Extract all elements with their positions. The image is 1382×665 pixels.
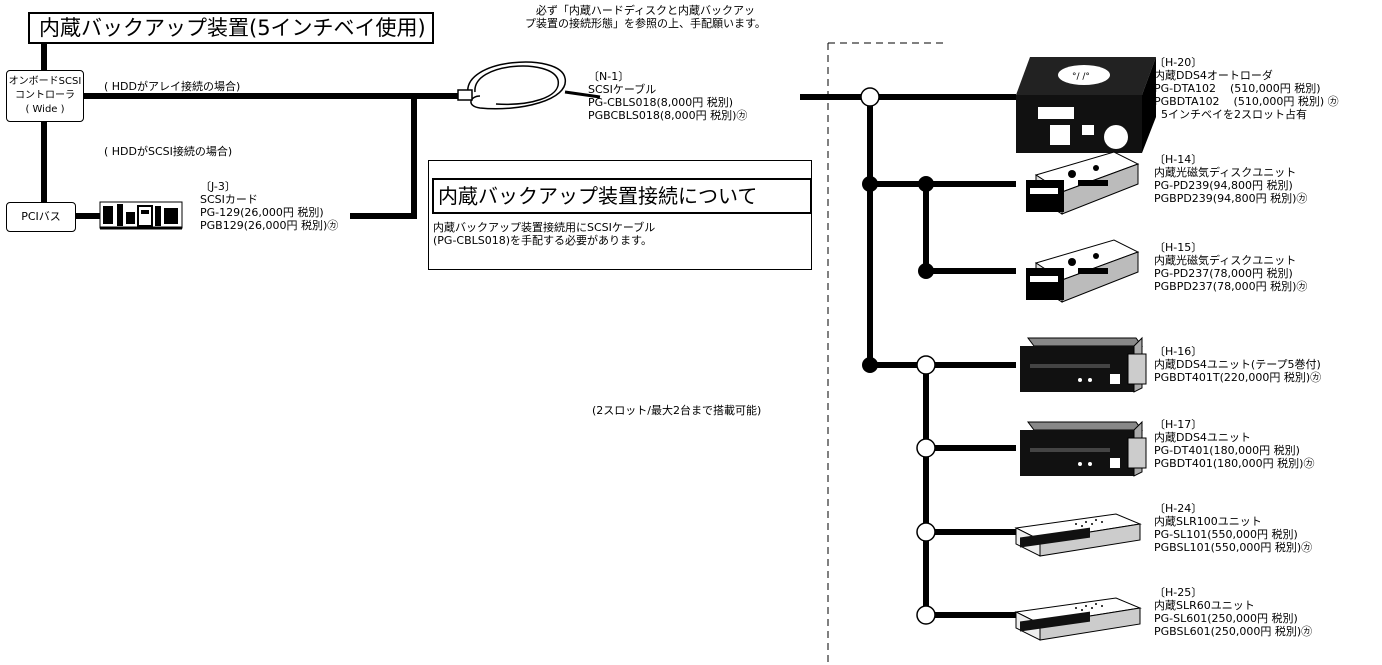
device-code: 〔H-25〕 bbox=[1154, 586, 1203, 599]
device-code: 〔H-14〕 bbox=[1154, 153, 1203, 166]
device-label-h16: 〔H-16〕 内蔵DDS4ユニット(テープ5巻付) PGBDT401T(220,… bbox=[1154, 345, 1321, 384]
device-label-h20: 〔H-20〕 内蔵DDS4オートローダ PG-DTA102 (510,000円 … bbox=[1154, 56, 1339, 121]
connection-note-line-2: (PG-CBLS018)を手配する必要があります。 bbox=[433, 234, 652, 247]
terminator-circles bbox=[860, 87, 936, 625]
page-title: 内蔵バックアップ装置(5インチベイ使用) bbox=[28, 12, 434, 44]
top-note: 必ず「内蔵ハードディスクと内蔵バックアッ プ装置の接続形態」を参照の上、手配願い… bbox=[525, 4, 766, 30]
scsi-card-name: SCSIカード bbox=[200, 193, 258, 206]
device-label-h24: 〔H-24〕 内蔵SLR100ユニット PG-SL101(550,000円 税別… bbox=[1154, 502, 1312, 554]
cable-part-1: PG-CBLS018(8,000円 税別) bbox=[588, 96, 734, 109]
device-name: 内蔵SLR100ユニット bbox=[1154, 515, 1262, 528]
scsi-card-code: 〔J-3〕 bbox=[200, 180, 236, 193]
connection-note-body: 内蔵バックアップ装置接続用にSCSIケーブル (PG-CBLS018)を手配する… bbox=[433, 221, 655, 247]
device-name: 内蔵DDS4オートローダ bbox=[1154, 69, 1273, 82]
controller-line-3: ( Wide ) bbox=[25, 104, 65, 115]
connection-note-box: 内蔵バックアップ装置接続について 内蔵バックアップ装置接続用にSCSIケーブル … bbox=[428, 160, 812, 270]
scsi-card-label: 〔J-3〕 SCSIカード PG-129(26,000円 税別) PGB129(… bbox=[200, 180, 338, 232]
device-code: 〔H-20〕 bbox=[1154, 56, 1203, 69]
connection-note-line-1: 内蔵バックアップ装置接続用にSCSIケーブル bbox=[433, 221, 656, 234]
device-label-h15: 〔H-15〕 内蔵光磁気ディスクユニット PG-PD237(78,000円 税別… bbox=[1154, 241, 1307, 293]
route-array-label: ( HDDがアレイ接続の場合) bbox=[104, 80, 241, 93]
device-part: PGBDT401T(220,000円 税別)㋕ bbox=[1154, 371, 1322, 384]
device-part: PG-DT401(180,000円 税別) bbox=[1154, 444, 1300, 457]
scsi-cable-label: 〔N-1〕 SCSIケーブル PG-CBLS018(8,000円 税別) PGB… bbox=[588, 70, 747, 122]
device-code: 〔H-17〕 bbox=[1154, 418, 1203, 431]
device-name: 内蔵SLR60ユニット bbox=[1154, 599, 1255, 612]
scsi-card-icon bbox=[99, 201, 183, 230]
scsi-bus-lines bbox=[41, 44, 1016, 618]
device-code: 〔H-15〕 bbox=[1154, 241, 1203, 254]
device-part: PGBSL101(550,000円 税別)㋕ bbox=[1154, 541, 1313, 554]
onboard-scsi-controller: オンボードSCSI コントローラ ( Wide ) bbox=[6, 70, 84, 122]
device-label-h25: 〔H-25〕 内蔵SLR60ユニット PG-SL601(250,000円 税別)… bbox=[1154, 586, 1312, 638]
junction-dots bbox=[862, 176, 934, 373]
slr-drive-icon bbox=[1014, 513, 1142, 557]
tape-drive-icon bbox=[1020, 420, 1147, 477]
device-part: PGBDTA102 (510,000円 税別) ㋕ bbox=[1154, 95, 1339, 108]
cable-part-2: PGBCBLS018(8,000円 税別)㋕ bbox=[588, 109, 748, 122]
device-note: 5インチベイを2スロット占有 bbox=[1154, 108, 1307, 121]
autoloader-icon: °/ /° bbox=[1016, 57, 1156, 153]
mo-drive-icon bbox=[1026, 151, 1140, 215]
device-name: 内蔵DDS4ユニット(テープ5巻付) bbox=[1154, 358, 1321, 371]
mo-drive-icon bbox=[1026, 239, 1140, 303]
device-part: PGBDT401(180,000円 税別)㋕ bbox=[1154, 457, 1315, 470]
scsi-cable-icon bbox=[457, 61, 601, 110]
controller-line-2: コントローラ bbox=[15, 90, 75, 101]
device-label-h14: 〔H-14〕 内蔵光磁気ディスクユニット PG-PD239(94,800円 税別… bbox=[1154, 153, 1307, 205]
route-scsi-label: ( HDDがSCSI接続の場合) bbox=[104, 145, 233, 158]
device-name: 内蔵光磁気ディスクユニット bbox=[1154, 254, 1297, 267]
device-name: 内蔵DDS4ユニット bbox=[1154, 431, 1251, 444]
svg-text:°/ /°: °/ /° bbox=[1072, 72, 1090, 82]
device-code: 〔H-24〕 bbox=[1154, 502, 1203, 515]
device-part: PGBPD237(78,000円 税別)㋕ bbox=[1154, 280, 1308, 293]
device-part: PG-DTA102 (510,000円 税別) bbox=[1154, 82, 1321, 95]
device-part: PG-SL601(250,000円 税別) bbox=[1154, 612, 1298, 625]
controller-line-1: オンボードSCSI bbox=[8, 76, 82, 87]
device-part: PG-SL101(550,000円 税別) bbox=[1154, 528, 1298, 541]
cable-name: SCSIケーブル bbox=[588, 83, 657, 96]
scsi-card-part-1: PG-129(26,000円 税別) bbox=[200, 206, 324, 219]
device-label-h17: 〔H-17〕 内蔵DDS4ユニット PG-DT401(180,000円 税別) … bbox=[1154, 418, 1314, 470]
cable-code: 〔N-1〕 bbox=[588, 70, 630, 83]
pci-bus-box: PCIバス bbox=[6, 202, 76, 232]
top-note-line-2: プ装置の接続形態」を参照の上、手配願います。 bbox=[525, 17, 766, 30]
top-note-line-1: 必ず「内蔵ハードディスクと内蔵バックアッ bbox=[535, 4, 756, 17]
scsi-card-part-2: PGB129(26,000円 税別)㋕ bbox=[200, 219, 339, 232]
device-part: PGBPD239(94,800円 税別)㋕ bbox=[1154, 192, 1308, 205]
device-part: PGBSL601(250,000円 税別)㋕ bbox=[1154, 625, 1313, 638]
connection-note-title: 内蔵バックアップ装置接続について bbox=[432, 178, 812, 214]
device-part: PG-PD239(94,800円 税別) bbox=[1154, 179, 1293, 192]
dashed-separator bbox=[827, 42, 945, 665]
device-name: 内蔵光磁気ディスクユニット bbox=[1154, 166, 1297, 179]
tape-drive-icon bbox=[1020, 336, 1147, 393]
slot-limit-note: (2スロット/最大2台まで搭載可能) bbox=[592, 404, 762, 417]
slr-drive-icon bbox=[1014, 597, 1142, 641]
device-part: PG-PD237(78,000円 税別) bbox=[1154, 267, 1293, 280]
device-code: 〔H-16〕 bbox=[1154, 345, 1203, 358]
